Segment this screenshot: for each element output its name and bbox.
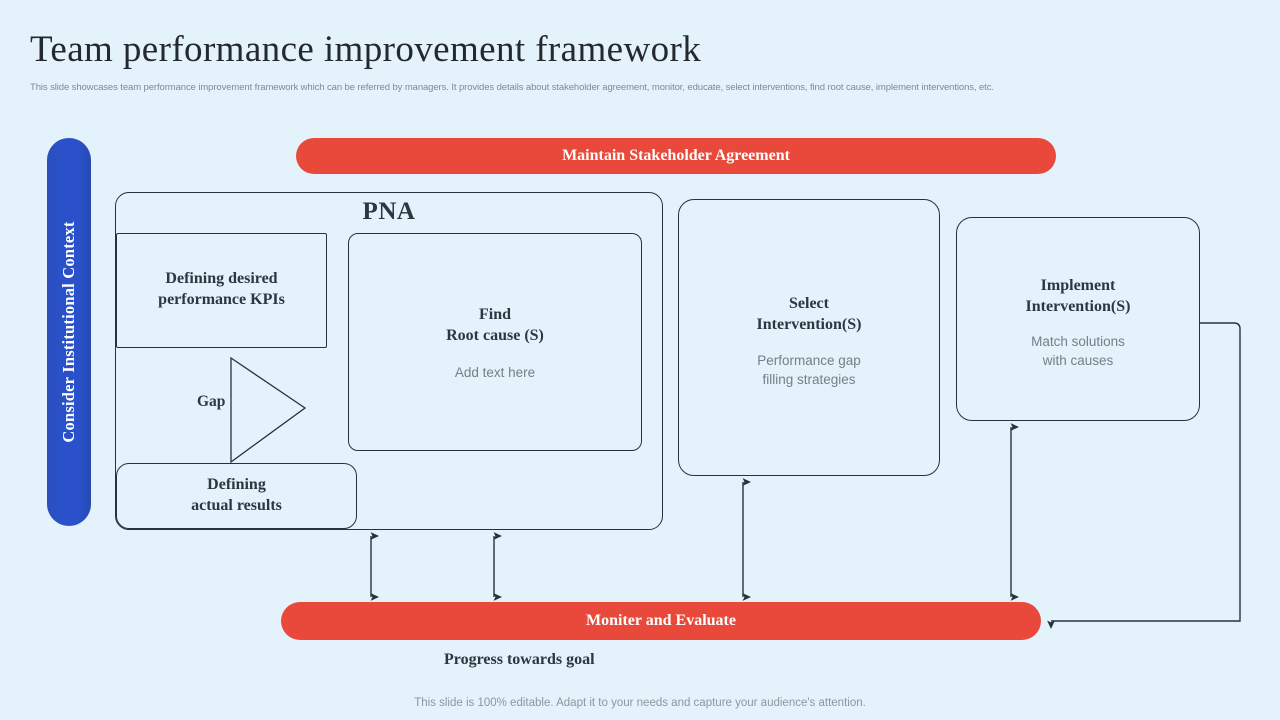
implement-intervention-box[interactable] bbox=[956, 217, 1200, 421]
banner-bottom-label: Moniter and Evaluate bbox=[586, 612, 736, 629]
footer-note: This slide is 100% editable. Adapt it to… bbox=[414, 697, 866, 709]
banner-moniter-and-evaluate[interactable]: Moniter and Evaluate bbox=[281, 602, 1041, 640]
defining-actual-results-box[interactable] bbox=[116, 463, 357, 529]
banner-maintain-stakeholder-agreement[interactable]: Maintain Stakeholder Agreement bbox=[296, 138, 1056, 174]
context-pill[interactable]: Consider Institutional Context bbox=[47, 138, 91, 526]
page-subtitle: This slide showcases team performance im… bbox=[30, 82, 994, 93]
select-intervention-box[interactable] bbox=[678, 199, 940, 476]
find-root-cause-box[interactable] bbox=[348, 233, 642, 451]
page-title: Team performance improvement framework bbox=[30, 29, 702, 70]
progress-towards-goal-label: Progress towards goal bbox=[444, 651, 595, 668]
gap-label: Gap bbox=[197, 393, 226, 410]
context-pill-label: Consider Institutional Context bbox=[59, 221, 78, 443]
banner-top-label: Maintain Stakeholder Agreement bbox=[562, 147, 790, 164]
pna-container[interactable] bbox=[115, 192, 663, 530]
pna-title: PNA bbox=[362, 198, 416, 225]
defining-desired-kpis-box[interactable] bbox=[116, 233, 327, 348]
